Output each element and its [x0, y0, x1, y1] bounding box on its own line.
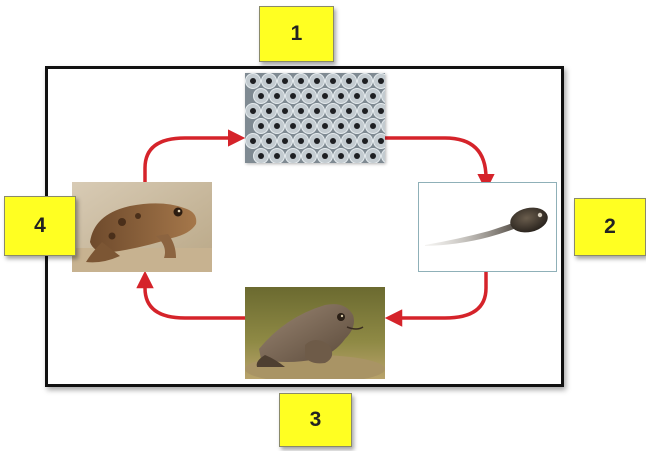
- stage-label-2: 2: [574, 198, 646, 256]
- tadpole-photo: [418, 182, 557, 272]
- arrow-eggs-to-tadpole: [385, 136, 495, 192]
- young-frog-photo: [245, 287, 385, 379]
- arrow-adult-to-eggs: [143, 129, 246, 182]
- stage-label-3: 3: [279, 393, 352, 447]
- arrow-tadpole-to-froglet: [384, 272, 488, 327]
- adult-frog-photo: [72, 182, 212, 272]
- arrow-froglet-to-adult: [136, 270, 245, 320]
- frog-spawn-photo: [245, 73, 385, 163]
- stage-label-1: 1: [259, 6, 334, 62]
- stage-label-4: 4: [4, 196, 76, 256]
